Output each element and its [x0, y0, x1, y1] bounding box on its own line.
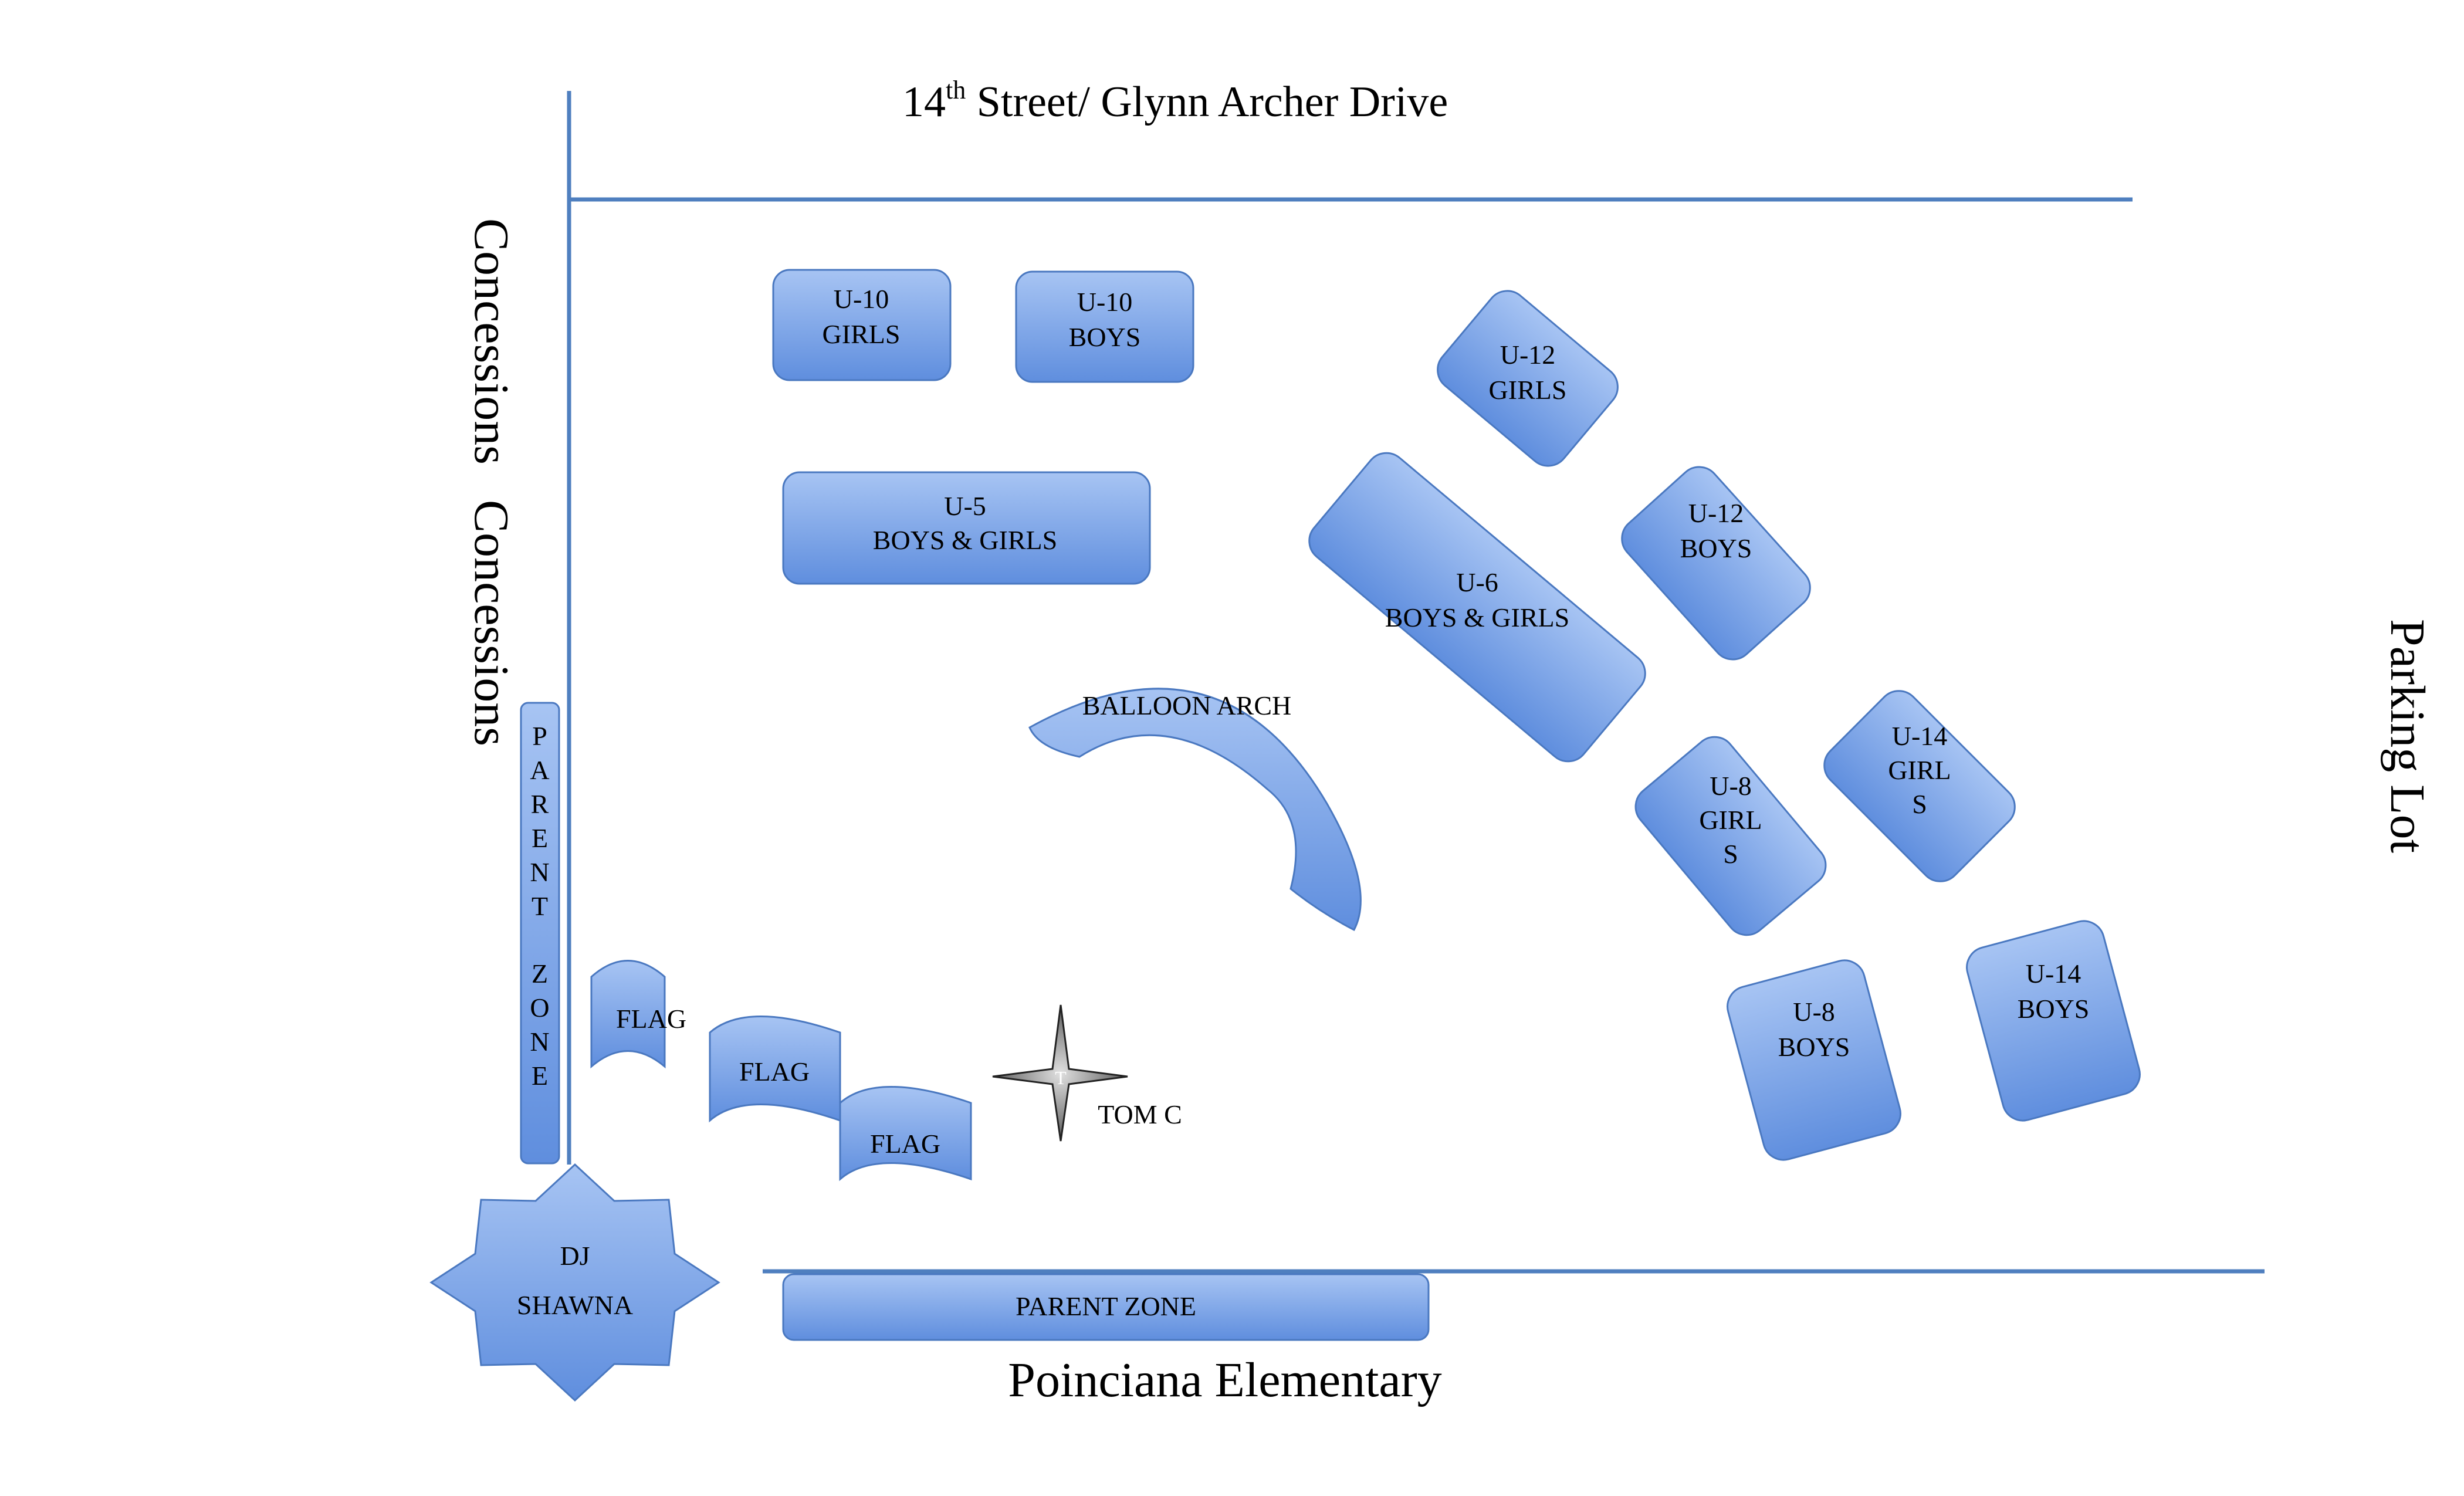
svg-text:U-10: U-10 [1077, 287, 1133, 317]
tom-c-label: TOM C [1098, 1099, 1182, 1129]
field-u12-girls [1437, 290, 1619, 467]
svg-text:O: O [530, 993, 549, 1023]
svg-text:N: N [530, 1027, 549, 1057]
field-u8-boys [1727, 959, 1901, 1161]
svg-text:FLAG: FLAG [616, 1004, 686, 1034]
field-u12-boys [1621, 466, 1811, 661]
field-u10-girls: U-10 GIRLS [772, 269, 952, 381]
u14-girls-line1: U-14 [1892, 721, 1948, 751]
concessions-label: ConcessionsConcessions [464, 218, 519, 746]
svg-text:E: E [532, 1061, 548, 1091]
svg-text:DJ: DJ [560, 1241, 590, 1271]
flag-3: FLAG [839, 1086, 972, 1182]
u14-girls-line3: S [1912, 789, 1927, 819]
u6-line2: BOYS & GIRLS [1385, 603, 1569, 632]
parking-lot-label: Parking Lot [2380, 619, 2435, 853]
u14-girls-line2: GIRL [1888, 755, 1951, 785]
school-label: Poinciana Elementary [1008, 1353, 1441, 1407]
parent-zone-bottom: PARENT ZONE [782, 1273, 1430, 1341]
dj-shawna-star: DJ SHAWNA [429, 1163, 720, 1402]
u12-girls-line1: U-12 [1500, 340, 1556, 370]
u6-line1: U-6 [1456, 567, 1498, 597]
svg-text:R: R [531, 789, 549, 819]
svg-text:T: T [1055, 1067, 1067, 1088]
field-u10-boys: U-10 BOYS [1015, 270, 1194, 383]
field-u8-girls [1634, 736, 1827, 936]
svg-text:T: T [532, 891, 548, 921]
compass-star-icon: T [992, 1004, 1128, 1142]
field-u14-boys [1966, 920, 2141, 1122]
field-u14-girls [1823, 690, 2016, 882]
u12-boys-line2: BOYS [1680, 533, 1752, 563]
svg-text:FLAG: FLAG [870, 1129, 940, 1159]
svg-text:PARENT ZONE: PARENT ZONE [1016, 1291, 1196, 1321]
u12-boys-line1: U-12 [1688, 498, 1744, 528]
svg-text:E: E [532, 823, 548, 853]
svg-text:GIRLS: GIRLS [823, 319, 901, 349]
u8-boys-line1: U-8 [1793, 997, 1835, 1027]
parent-zone-vertical: P A R E N T Z O N E [520, 702, 560, 1165]
u8-girls-line3: S [1723, 839, 1738, 869]
u8-girls-line2: GIRL [1699, 805, 1762, 835]
svg-text:BALLOON ARCH: BALLOON ARCH [1082, 691, 1292, 720]
balloon-arch: BALLOON ARCH [1028, 688, 1362, 932]
flag-1: FLAG [590, 960, 686, 1069]
svg-text:U-10: U-10 [834, 284, 889, 314]
svg-text:FLAG: FLAG [739, 1057, 810, 1087]
svg-text:Z: Z [532, 959, 548, 989]
flag-2: FLAG [709, 1016, 841, 1123]
svg-text:BOYS & GIRLS: BOYS & GIRLS [873, 525, 1057, 555]
svg-text:U-5: U-5 [944, 491, 986, 521]
field-u5: U-5 BOYS & GIRLS [782, 471, 1151, 585]
svg-text:BOYS: BOYS [1069, 322, 1141, 352]
u8-boys-line2: BOYS [1778, 1032, 1850, 1062]
u8-girls-line1: U-8 [1710, 771, 1752, 801]
u14-boys-line2: BOYS [2018, 994, 2090, 1024]
u14-boys-line1: U-14 [2026, 959, 2081, 989]
svg-text:A: A [530, 755, 549, 785]
street-label: 14th Street/ Glynn Archer Drive [902, 76, 1448, 126]
svg-text:N: N [530, 857, 549, 887]
field-u6 [1308, 452, 1646, 763]
svg-text:SHAWNA: SHAWNA [517, 1290, 633, 1320]
svg-text:P: P [532, 721, 547, 751]
u12-girls-line2: GIRLS [1489, 375, 1567, 405]
